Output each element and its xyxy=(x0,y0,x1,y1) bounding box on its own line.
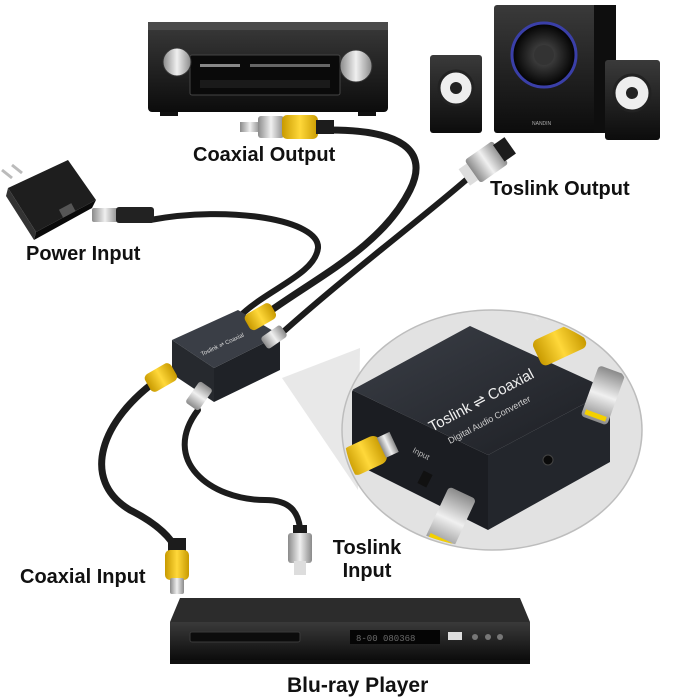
cables xyxy=(98,126,469,552)
toslink-input-plug xyxy=(288,525,312,575)
label-coaxial-input: Coaxial Input xyxy=(20,566,146,588)
bluray-player: 8-00 080368 xyxy=(170,598,530,664)
label-toslink-output: Toslink Output xyxy=(490,178,630,200)
speaker-brand-mark: NANDIN xyxy=(532,121,552,127)
power-adapter xyxy=(1,160,154,240)
power-jack xyxy=(542,454,554,466)
volume-knob-right xyxy=(339,49,373,83)
brand-logo-text: TENDAK xyxy=(525,288,585,324)
toslink-input-cable xyxy=(181,407,303,531)
zoom-coax-output xyxy=(532,322,587,366)
toslink-output-plug xyxy=(458,137,516,186)
toslink-output-cable xyxy=(269,177,469,345)
converter-small: Toslink ⇌ Coaxial xyxy=(144,303,287,411)
zoom-callout: TENDAK Toslink ⇌ Coaxial Digital Audio C… xyxy=(282,288,643,551)
label-toslink-input-line2: Input xyxy=(342,560,392,582)
speaker-set: NANDIN xyxy=(430,5,660,140)
zoom-rca-yellow xyxy=(344,431,399,475)
coaxial-input-cable xyxy=(98,374,179,552)
label-bluray-player: Blu-ray Player xyxy=(287,674,429,697)
coaxial-input-plug xyxy=(165,538,189,594)
av-receiver xyxy=(148,22,388,116)
coaxial-output-cable xyxy=(251,126,420,326)
player-display: 8-00 080368 xyxy=(356,634,415,644)
power-cable xyxy=(147,211,321,321)
coaxial-output-plug xyxy=(240,115,334,139)
zoom-toslink-output xyxy=(581,366,625,425)
label-toslink-input-line1: Toslink xyxy=(332,537,402,559)
label-coaxial-output: Coaxial Output xyxy=(193,144,336,166)
volume-knob-left xyxy=(162,47,192,77)
label-power-input: Power Input xyxy=(26,243,141,265)
label-toslink-input: Toslink Input xyxy=(327,537,407,583)
